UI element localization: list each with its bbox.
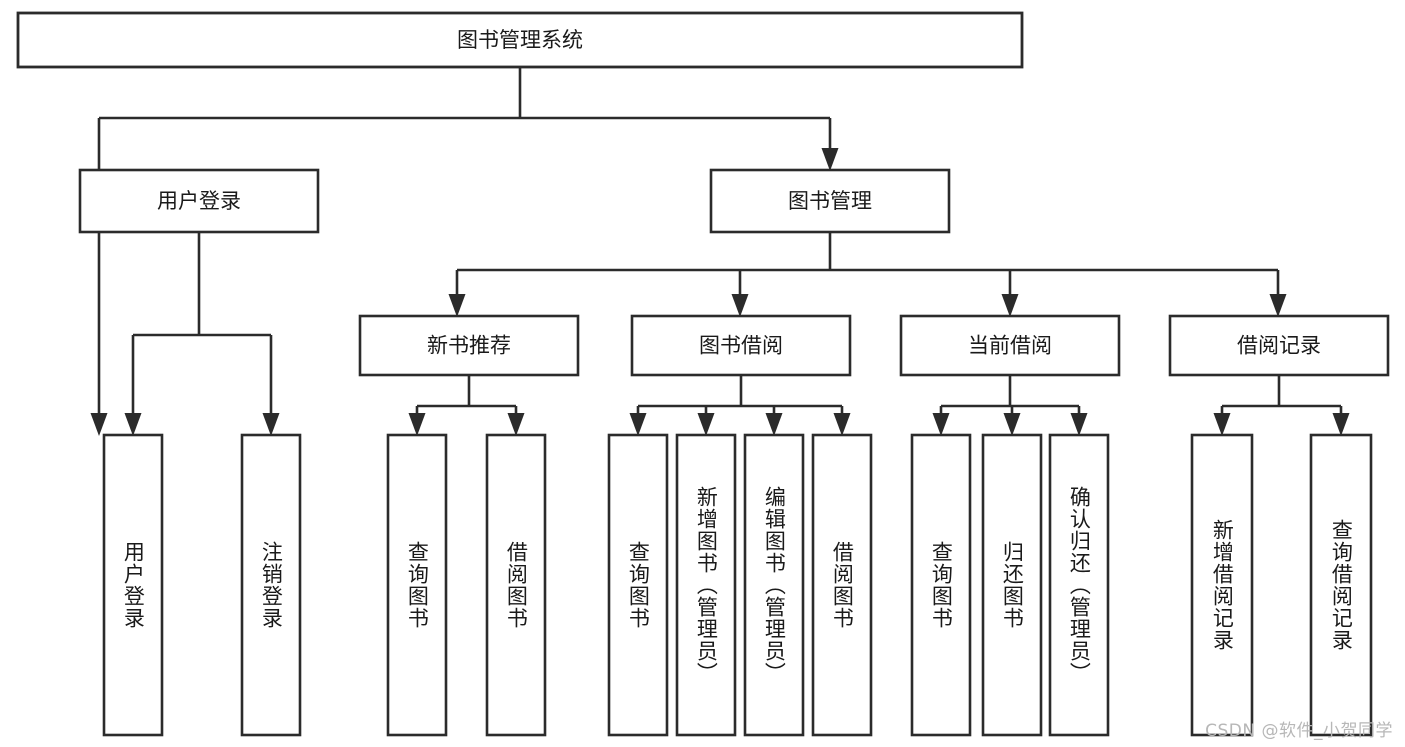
node-label-new-book-rec: 新书推荐 [427,334,511,358]
node-box-leaf-borrow-book-1[interactable] [485,433,547,737]
node-box-root[interactable] [16,11,1024,69]
node-box-leaf-add-borrow-record[interactable] [1190,433,1254,737]
arrow-head-icon [821,148,839,171]
node-box-borrow-record[interactable] [1168,314,1390,377]
node-box-leaf-user-login[interactable] [102,433,164,737]
arrow-head-icon [1003,413,1021,436]
arrow-head-icon [1213,413,1231,436]
arrow-head-icon [408,413,426,436]
arrow-head-icon [124,413,142,436]
connector-group-bus-borrow-record [1213,375,1350,436]
node-box-leaf-confirm-return-admin[interactable] [1048,433,1110,737]
node-label-book-borrow: 图书借阅 [699,334,783,358]
node-box-book-borrow[interactable] [630,314,852,377]
connector-group-bus-current-borrow [932,375,1088,436]
node-label-book-manage: 图书管理 [788,189,872,213]
arrow-head-icon [765,413,783,436]
connector-drops [124,335,280,436]
box-layer [16,11,1390,737]
node-box-leaf-borrow-book-2[interactable] [811,433,873,737]
arrow-head-icon [1332,413,1350,436]
node-label-borrow-record: 借阅记录 [1237,334,1321,358]
node-box-leaf-query-book-2[interactable] [607,433,669,737]
node-box-leaf-return-book[interactable] [981,433,1043,737]
connector-drops [448,270,1287,317]
node-box-current-borrow[interactable] [899,314,1121,377]
arrow-head-icon [262,413,280,436]
node-label-current-borrow: 当前借阅 [968,334,1052,358]
arrow-head-icon [833,413,851,436]
connector-group-bus-book-manage [448,232,1287,317]
arrow-head-icon [697,413,715,436]
arrow-head-icon [1070,413,1088,436]
node-box-leaf-edit-book-admin[interactable] [743,433,805,737]
node-box-book-manage[interactable] [709,168,951,234]
connector-group-bus-user-login [124,232,280,436]
connector-layer [90,67,1350,436]
node-box-leaf-query-book-3[interactable] [910,433,972,737]
node-box-leaf-query-book-1[interactable] [386,433,448,737]
node-box-leaf-query-borrow-record[interactable] [1309,433,1373,737]
connector-group-bus-new-book-rec [408,375,525,436]
node-label-user-login: 用户登录 [157,189,241,213]
arrow-head-icon [507,413,525,436]
arrow-head-icon [1269,294,1287,317]
node-box-user-login[interactable] [78,168,320,234]
node-box-new-book-rec[interactable] [358,314,580,377]
arrow-head-icon [731,294,749,317]
arrow-head-icon [932,413,950,436]
connector-drops [629,406,851,436]
connector-drops [1213,406,1350,436]
connector-group-bus-root [90,67,839,436]
arrow-head-icon [90,413,108,436]
connector-drops [90,118,839,436]
node-box-leaf-logout[interactable] [240,433,302,737]
arrow-head-icon [448,294,466,317]
connector-drops [408,406,525,436]
connector-group-bus-book-borrow [629,375,851,436]
connector-drops [932,406,1088,436]
watermark: CSDN @软件_小贺同学 [1205,721,1393,741]
arrow-head-icon [1001,294,1019,317]
node-box-leaf-add-book-admin[interactable] [675,433,737,737]
arrow-head-icon [629,413,647,436]
node-label-root: 图书管理系统 [457,28,583,52]
